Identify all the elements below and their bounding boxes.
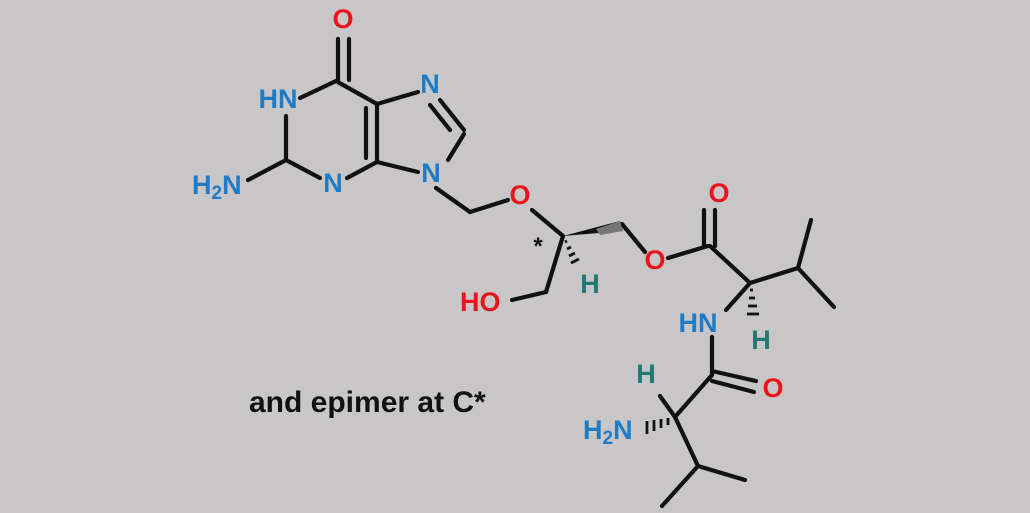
atom-hydrogen: H [751, 325, 771, 355]
bond [245, 157, 289, 183]
caption: and epimer at C* [249, 386, 486, 419]
hashed-bond [564, 239, 580, 265]
bond [467, 197, 511, 215]
stereocenter-mark: * [533, 233, 543, 260]
bonds [245, 36, 837, 509]
bond [344, 159, 380, 181]
bond [509, 289, 549, 303]
hashed-bond [645, 418, 670, 434]
atom-amine: H2N [192, 170, 242, 204]
bond [283, 157, 323, 181]
atom-nitrogen: HN [259, 84, 298, 114]
stereo-bonds [563, 221, 759, 434]
atom-labels: O HN N N N H2N O * H HO O O HN H H O H2N [192, 4, 784, 449]
bond [707, 243, 753, 286]
bond [709, 378, 757, 395]
bond [672, 372, 715, 420]
atom-oxygen: O [509, 180, 530, 210]
bond [529, 207, 566, 239]
bond [297, 78, 339, 101]
bond [665, 243, 711, 261]
bond [374, 159, 421, 175]
bond [747, 265, 801, 286]
bond [672, 414, 701, 469]
wedge-bond-shade [596, 221, 623, 235]
hashed-bond [747, 288, 759, 316]
atom-oxygen: O [708, 178, 729, 208]
bond [709, 368, 759, 384]
bond [437, 97, 467, 133]
bond [427, 102, 453, 133]
atom-nitrogen: N [421, 158, 441, 188]
atom-oxygen: O [332, 4, 353, 34]
atom-nitrogen: N [420, 69, 440, 99]
atom-amine: H2N [583, 415, 633, 449]
atom-hydrogen: H [580, 269, 600, 299]
bond [433, 185, 473, 215]
bond [695, 463, 748, 483]
bond [445, 131, 467, 163]
atom-nitrogen: N [323, 168, 343, 198]
bond [333, 78, 380, 107]
atom-hydrogen: H [636, 359, 656, 389]
atom-oxygen: O [644, 245, 665, 275]
atom-hydroxyl: HO [460, 287, 501, 317]
bond [723, 280, 753, 313]
bond [619, 221, 648, 255]
bond [795, 217, 814, 271]
bond [795, 265, 837, 310]
bond [659, 463, 701, 509]
bond [657, 393, 678, 420]
bond [543, 233, 566, 295]
bond [374, 89, 421, 107]
atom-nitrogen: HN [679, 308, 718, 338]
atom-oxygen: O [762, 373, 783, 403]
